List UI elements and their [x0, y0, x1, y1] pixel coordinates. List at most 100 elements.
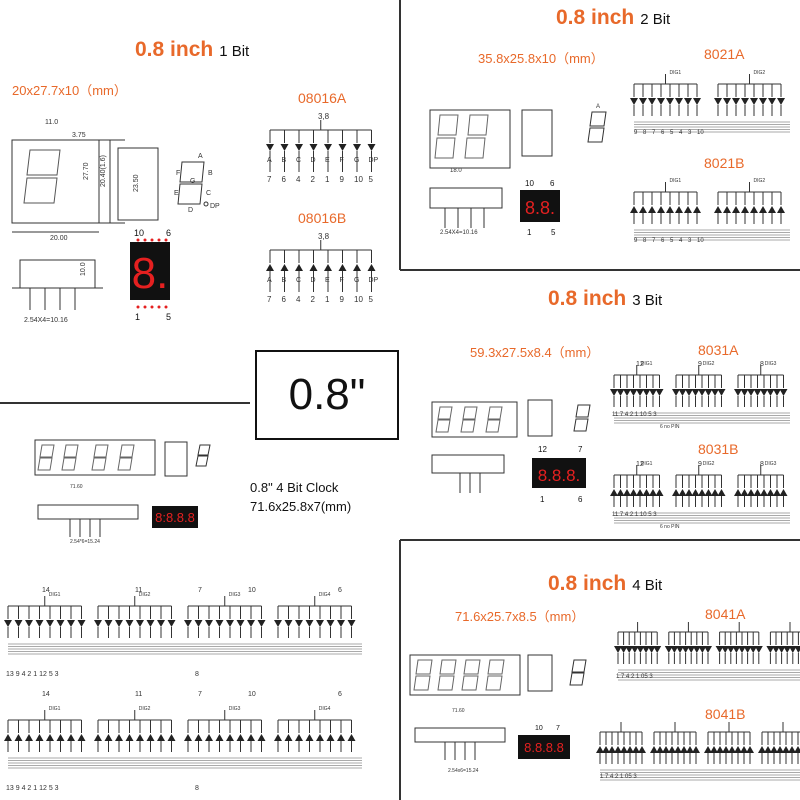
diode: [77, 620, 86, 627]
pin-number: 7: [267, 175, 272, 184]
segment-label: DP: [369, 157, 379, 164]
diode: [157, 734, 165, 741]
diode: [676, 646, 684, 653]
svg-text:11.0: 11.0: [45, 119, 58, 126]
diode: [338, 264, 347, 271]
svg-text:14: 14: [42, 587, 50, 594]
diode: [337, 734, 345, 741]
bit-count: 4 Bit: [632, 577, 663, 594]
bit-count: 2 Bit: [640, 11, 671, 28]
diode: [723, 206, 731, 213]
diode: [759, 98, 767, 105]
front-view-drawing: [11, 139, 159, 310]
diode: [723, 98, 731, 105]
svg-text:2.54X4=10.16: 2.54X4=10.16: [24, 317, 68, 324]
diode: [608, 746, 616, 753]
diode: [257, 734, 266, 741]
svg-text:5: 5: [670, 238, 674, 244]
svg-text:12: 12: [636, 461, 644, 468]
svg-text:3.75: 3.75: [72, 132, 86, 139]
diode: [309, 264, 318, 271]
diode: [638, 746, 646, 753]
digit-label: DIG3: [765, 361, 777, 367]
segment-label: DP: [369, 277, 379, 284]
svg-text:A: A: [198, 153, 203, 160]
diode: [722, 746, 730, 753]
diode: [750, 98, 758, 105]
diode: [715, 646, 724, 653]
diode: [711, 389, 719, 396]
diode: [353, 144, 361, 151]
diode: [777, 646, 786, 653]
diode: [115, 620, 123, 627]
segment-label: D: [311, 277, 316, 284]
digit-label: DIG2: [139, 706, 151, 712]
digit-label: DIG4: [319, 592, 331, 598]
diode: [4, 734, 12, 741]
digit-label: DIG1: [49, 706, 61, 712]
pin-number: 6: [282, 295, 287, 304]
svg-text:10: 10: [248, 691, 256, 698]
svg-text:6: 6: [661, 238, 665, 244]
diode: [753, 489, 762, 496]
diode: [657, 206, 665, 213]
diode: [698, 489, 706, 496]
diode: [664, 646, 673, 653]
svg-text:7: 7: [198, 691, 202, 698]
diode: [353, 264, 361, 271]
no-pin-note-b: 6 no PIN: [660, 524, 680, 530]
digit-label: DIG2: [703, 461, 715, 467]
diode: [639, 98, 647, 105]
diode: [284, 734, 293, 741]
pin-number: 7: [267, 295, 272, 304]
diode: [338, 144, 347, 151]
diode: [680, 746, 688, 753]
svg-text:9: 9: [698, 361, 702, 368]
diode: [236, 620, 245, 627]
svg-text:6: 6: [661, 130, 665, 136]
segment-label: A: [267, 157, 272, 164]
pin-number: 1: [325, 295, 330, 304]
diode: [714, 98, 722, 105]
diode: [711, 489, 719, 496]
digit-label: DIG3: [229, 706, 241, 712]
segment-label: F: [340, 157, 344, 164]
svg-text:10: 10: [697, 130, 704, 136]
diode: [35, 620, 44, 627]
diode: [692, 746, 700, 753]
diode: [672, 489, 680, 496]
clock-outline: [34, 439, 211, 537]
diode: [691, 489, 700, 496]
svg-text:8: 8: [760, 461, 764, 468]
pin-top-left: 10: [535, 725, 543, 732]
diode: [684, 98, 692, 105]
diode: [734, 746, 742, 753]
diode: [247, 734, 255, 741]
bit-count: 1 Bit: [219, 43, 250, 60]
diode: [675, 98, 683, 105]
diode: [741, 98, 749, 105]
schematic-8041a: [614, 622, 800, 681]
svg-text:F: F: [176, 170, 180, 177]
diode: [648, 98, 656, 105]
diode: [691, 389, 700, 396]
svg-text:8: 8: [760, 361, 764, 368]
diode: [367, 144, 376, 151]
dimensions-label: 59.3x27.5x8.4（mm）: [470, 345, 600, 360]
svg-text:6: 6: [338, 587, 342, 594]
model-b-label: 08016B: [298, 210, 347, 226]
diode: [367, 264, 376, 271]
diode: [623, 389, 631, 396]
svg-text:10.0: 10.0: [80, 262, 87, 276]
svg-text:10: 10: [248, 587, 256, 594]
svg-text:2.54x6=15.24: 2.54x6=15.24: [448, 768, 479, 774]
diode: [602, 746, 610, 753]
diode: [768, 206, 776, 213]
svg-text:12: 12: [636, 361, 644, 368]
diode: [347, 620, 356, 627]
svg-text:14: 14: [42, 691, 50, 698]
